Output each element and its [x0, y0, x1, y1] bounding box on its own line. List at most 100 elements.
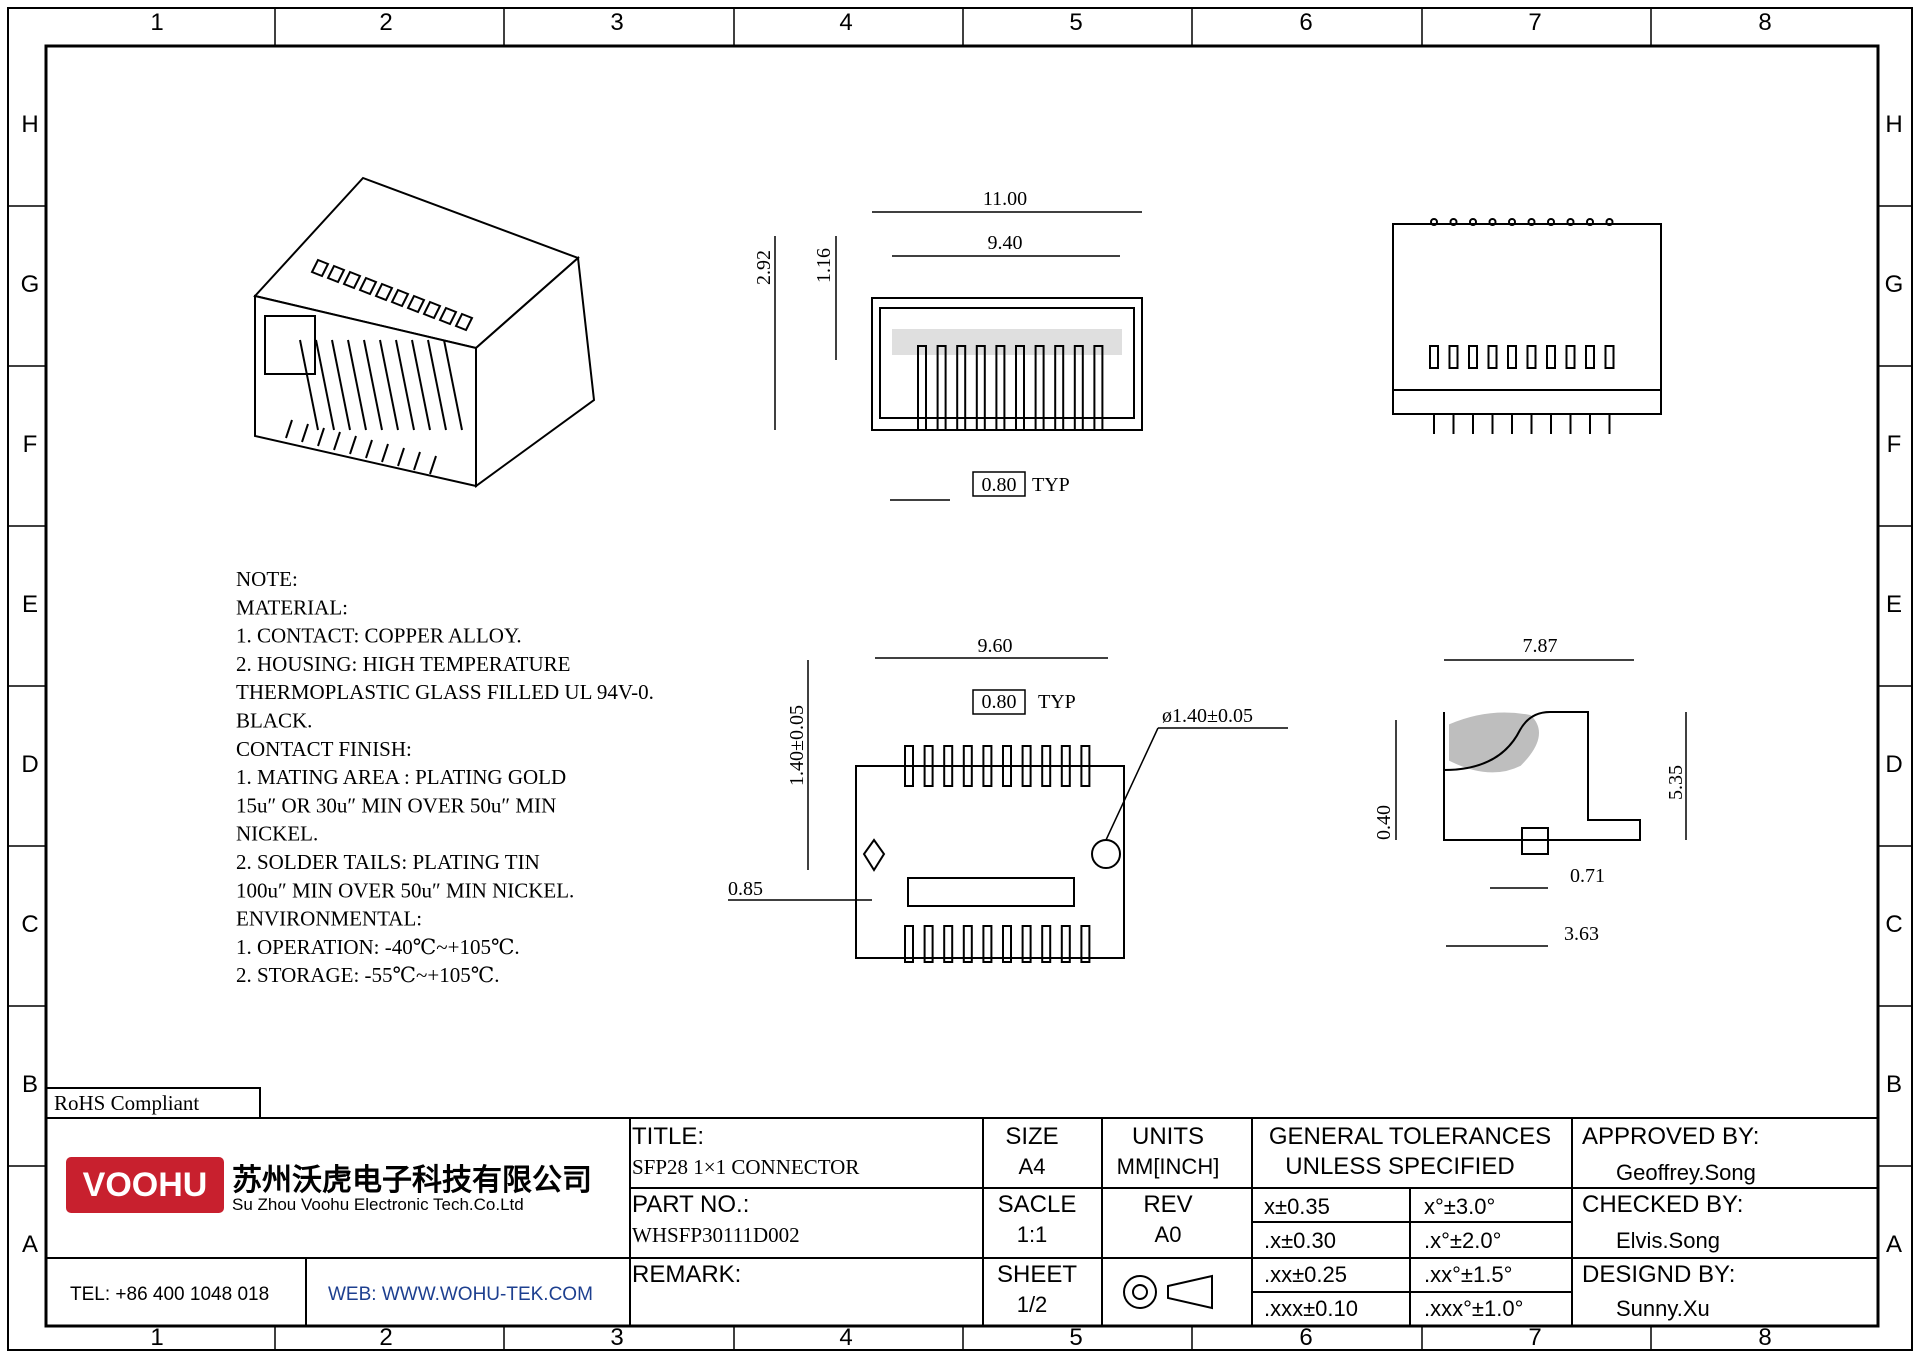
rear-top-pin — [1430, 218, 1438, 226]
iso-slot — [310, 258, 330, 278]
note-line: MATERIAL: — [236, 595, 348, 619]
grid-row-label: E — [1886, 591, 1902, 618]
iso-contact — [443, 339, 463, 431]
iso-slots — [310, 258, 474, 332]
dim-9-40: 9.40 — [988, 232, 1023, 254]
bottom-pin-top — [943, 745, 954, 787]
grid-col-label: 7 — [1528, 9, 1541, 36]
front-contact — [917, 345, 927, 431]
dim-hole: ø1.40±0.05 — [1162, 705, 1253, 727]
units-value: MM[INCH] — [1117, 1154, 1220, 1179]
iso-port-opening — [264, 315, 316, 375]
tolerance-title: GENERAL TOLERANCES — [1269, 1123, 1551, 1150]
approved-value: Geoffrey.Song — [1616, 1160, 1756, 1185]
pitch-bottom: 0.80 — [982, 691, 1017, 713]
front-contact — [1054, 345, 1065, 431]
grid-row-label: A — [22, 1231, 38, 1258]
rear-top-pin — [1605, 218, 1614, 226]
projection-circle-inner — [1132, 1284, 1148, 1300]
locating-diamond — [862, 838, 886, 872]
rear-slot — [1468, 345, 1478, 369]
note-line: THERMOPLASTIC GLASS FILLED UL 94V-0. — [236, 680, 654, 704]
note-line: 1. CONTACT: COPPER ALLOY. — [236, 624, 522, 648]
front-contacts — [917, 345, 1104, 431]
rear-slot — [1546, 345, 1556, 369]
tel-label: TEL: +86 400 1048 018 — [70, 1284, 269, 1305]
dim-0-40: 0.40 — [1373, 805, 1395, 840]
note-line: 1. MATING AREA : PLATING GOLD — [236, 765, 566, 789]
dim-1-16: 1.16 — [813, 248, 835, 283]
rear-top-pin — [1488, 218, 1497, 226]
rear-slot — [1487, 345, 1498, 369]
grid-row-label: H — [1885, 111, 1902, 138]
iso-slot — [438, 306, 458, 326]
rohs-label: RoHS Compliant — [54, 1091, 199, 1115]
iso-tail — [349, 435, 357, 455]
iso-contact — [347, 339, 367, 431]
web-label: WEB: WWW.WOHU-TEK.COM — [328, 1284, 593, 1305]
bottom-pin-bottom — [904, 925, 914, 963]
grid-row-label: A — [1886, 1231, 1902, 1258]
bottom-pin-bottom — [943, 925, 954, 963]
bottom-pin-top — [1041, 745, 1052, 787]
rear-top-pin — [1586, 218, 1594, 226]
note-line: 15u″ OR 30u″ MIN OVER 50u″ MIN — [236, 793, 556, 817]
note-line: CONTACT FINISH: — [236, 737, 412, 761]
bottom-pins — [904, 745, 1091, 963]
rear-slot — [1565, 345, 1576, 369]
grid-col-label: 3 — [610, 1324, 623, 1351]
grid-row-label: H — [21, 111, 38, 138]
dim-line — [1105, 727, 1159, 841]
grid-col-label: 4 — [839, 9, 852, 36]
iso-tail — [413, 451, 421, 471]
dim-1-40: 1.40±0.05 — [786, 705, 808, 786]
size-label: SIZE — [1005, 1123, 1058, 1150]
grid-col-label: 6 — [1299, 1324, 1312, 1351]
grid-col-label: 8 — [1758, 9, 1771, 36]
bottom-pin-bottom — [1060, 925, 1071, 963]
title-label: TITLE: — [632, 1123, 704, 1150]
tolerance-cell: .xxx±0.10 — [1264, 1296, 1358, 1321]
tolerance-cell: x±0.35 — [1264, 1194, 1330, 1219]
iso-slot — [342, 270, 362, 290]
rear-view — [1392, 218, 1662, 434]
iso-contact — [315, 339, 335, 431]
tolerance-cell: .xx°±1.5° — [1424, 1262, 1512, 1287]
rev-value: A0 — [1155, 1222, 1182, 1247]
iso-contact — [427, 339, 447, 431]
iso-tail — [365, 439, 373, 459]
note-line: 2. SOLDER TAILS: PLATING TIN — [236, 850, 540, 874]
front-view — [774, 211, 1143, 501]
front-contact — [1093, 345, 1104, 431]
size-value: A4 — [1019, 1154, 1046, 1179]
rev-label: REV — [1143, 1191, 1192, 1218]
front-contact — [1034, 345, 1045, 431]
grid-col-label: 8 — [1758, 1324, 1771, 1351]
dim-7-87: 7.87 — [1523, 635, 1558, 657]
bottom-pin-bottom — [1041, 925, 1052, 963]
sheet-label: SHEET — [997, 1261, 1077, 1288]
iso-tail — [285, 419, 293, 439]
grid-col-label: 1 — [150, 9, 163, 36]
iso-contact — [411, 339, 431, 431]
note-line: BLACK. — [236, 709, 312, 733]
checked-label: CHECKED BY: — [1582, 1191, 1743, 1218]
grid-row-label: E — [22, 591, 38, 618]
title-value: SFP28 1×1 CONNECTOR — [632, 1155, 859, 1179]
grid-row-label: G — [21, 271, 40, 298]
rear-top-pin — [1449, 218, 1458, 226]
bottom-view — [728, 657, 1288, 963]
bottom-window — [907, 877, 1075, 907]
logo-box — [66, 1157, 224, 1213]
iso-slot — [326, 264, 346, 284]
pitch-top: 0.80 — [982, 474, 1017, 496]
sheet-value: 1/2 — [1017, 1292, 1048, 1317]
rear-top-pin — [1508, 218, 1516, 226]
tolerance-subtitle: UNLESS SPECIFIED — [1285, 1153, 1514, 1180]
scale-label: SACLE — [998, 1191, 1077, 1218]
iso-tail — [397, 447, 405, 467]
dim-9-60: 9.60 — [978, 635, 1013, 657]
iso-contact — [395, 339, 415, 431]
side-profile — [1443, 711, 1641, 841]
